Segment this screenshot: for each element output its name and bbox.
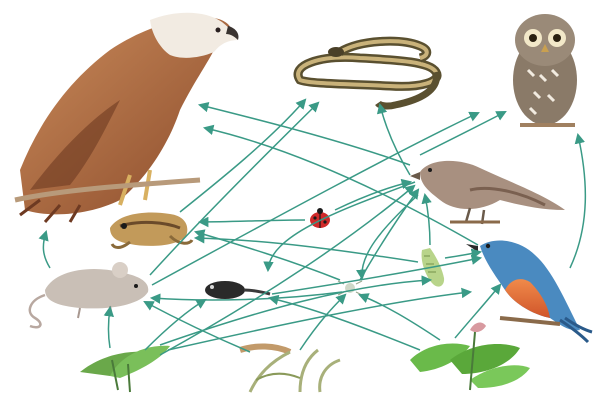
arrow-sparrow-to-owl [420,112,505,155]
arrow-leafy-plant-to-tadpole [270,298,420,350]
arrow-caterpillar-to-kingfisher [445,252,480,258]
arrow-ladybug-to-frog [200,220,305,222]
eagle-icon [15,13,239,222]
owl-icon [513,14,577,125]
arrow-caterpillar-to-sparrow [425,195,430,245]
arrow-tadpole-to-kingfisher [272,258,480,294]
arrow-ladybug-to-sparrow [335,182,410,210]
wheat-icon [240,346,340,392]
arrow-mouse-to-snake [150,103,318,275]
sparrow-icon [410,161,565,224]
arrow-grass-to-mouse [109,308,111,348]
arrow-sparrow-to-snake [380,105,410,175]
arrow-mouse-to-eagle [43,232,50,268]
arrow-frog-to-snake [180,100,305,212]
ladybug-icon [310,208,330,228]
mouse-icon [30,262,148,327]
arrow-wheat-to-spider [300,295,345,350]
arrow-kingfisher-to-owl [570,135,585,268]
grass-icon [80,346,170,392]
snake-icon [298,41,437,106]
